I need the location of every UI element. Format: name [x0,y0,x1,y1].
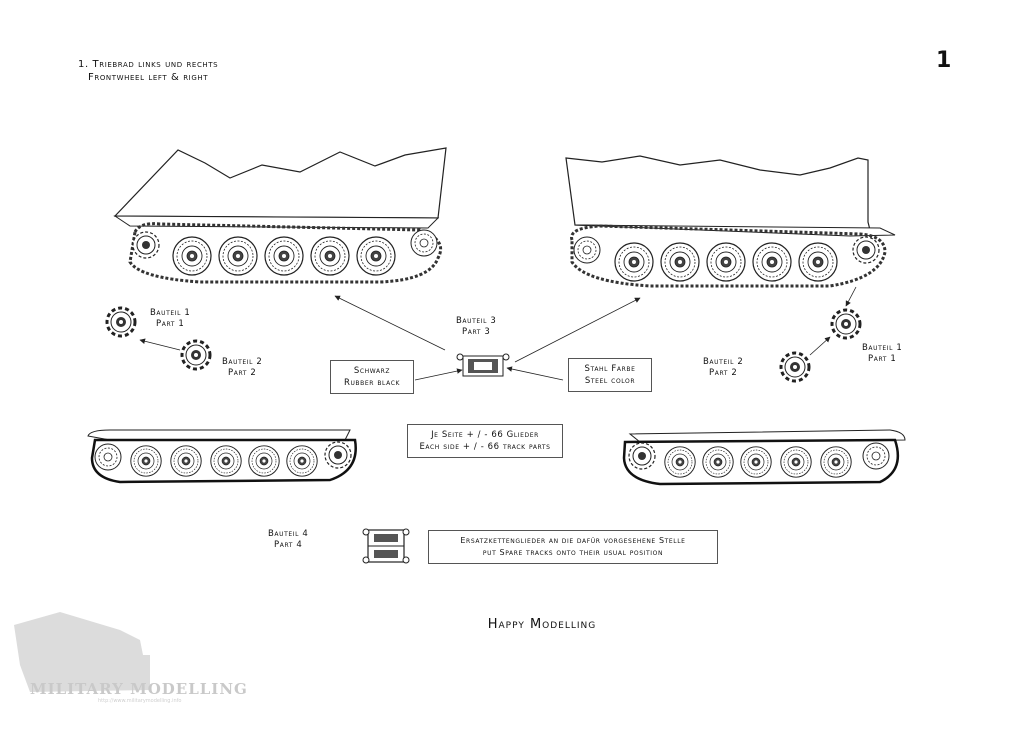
label-part2-left: Bauteil 2 Part 2 [222,357,262,379]
assembly-arrows [139,286,857,381]
box-tracks-de: Je Seite + / - 66 Glieder [431,430,539,440]
label-part4-en: Part 4 [274,540,303,550]
heading-german: 1. Triebrad links und rechts [78,59,219,70]
box-spare-de: Ersatzkettenglieder an die dafür vorgese… [460,536,686,545]
tank-right-upper [565,155,896,288]
tank-left-lower [87,429,357,484]
sprocket-part2-right [779,351,811,383]
spare-tracks-part4 [362,528,410,564]
label-part2-left-de: Bauteil 2 [222,357,263,367]
box-steel-en: Steel color [584,376,636,386]
box-rubber-black: Schwarz Rubber black [330,360,414,394]
tank-left-upper [113,147,447,284]
label-part4-de: Bauteil 4 [268,529,309,539]
track-link-part3 [456,353,510,377]
box-rubber-de: Schwarz [353,366,391,376]
label-part1-right: Bauteil 1 Part 1 [862,343,902,365]
label-part1-left-de: Bauteil 1 [150,308,191,318]
label-part1-left-en: Part 1 [156,319,185,329]
watermark-url: http://www.militarymodelling.info [98,698,182,704]
tank-right-lower [622,429,906,486]
box-track-count: Je Seite + / - 66 Glieder Each side + / … [407,424,563,458]
box-spare-en: put Spare tracks onto their usual positi… [482,548,664,557]
label-part3-en: Part 3 [462,327,491,337]
sprocket-part1-right [830,308,862,340]
box-steel-color: Stahl Farbe Steel color [568,358,652,392]
label-part3-de: Bauteil 3 [456,316,497,326]
sprocket-part2-left [180,339,212,371]
label-part1-right-en: Part 1 [868,354,897,364]
page-number: 1 [936,48,952,73]
box-steel-de: Stahl Farbe [584,364,636,374]
label-part4: Bauteil 4 Part 4 [268,529,308,551]
label-part2-right: Bauteil 2 Part 2 [703,357,743,379]
instruction-heading: 1. Triebrad links und rechts Frontwheel … [78,58,218,84]
heading-english: Frontwheel left & right [88,72,209,83]
box-rubber-en: Rubber black [343,378,401,388]
label-part2-left-en: Part 2 [228,368,257,378]
label-part2-right-de: Bauteil 2 [703,357,744,367]
footer-text: Happy Modelling [487,617,597,632]
label-part2-right-en: Part 2 [709,368,738,378]
sprocket-part1-left [105,306,137,338]
watermark-logo [14,612,150,692]
watermark-name: MILITARY MODELLING [30,680,248,698]
box-spare-tracks: Ersatzkettenglieder an die dafür vorgese… [428,530,718,564]
label-part1-left: Bauteil 1 Part 1 [150,308,190,330]
label-part1-right-de: Bauteil 1 [862,343,903,353]
box-tracks-en: Each side + / - 66 track parts [419,442,551,452]
label-part3: Bauteil 3 Part 3 [456,316,496,338]
